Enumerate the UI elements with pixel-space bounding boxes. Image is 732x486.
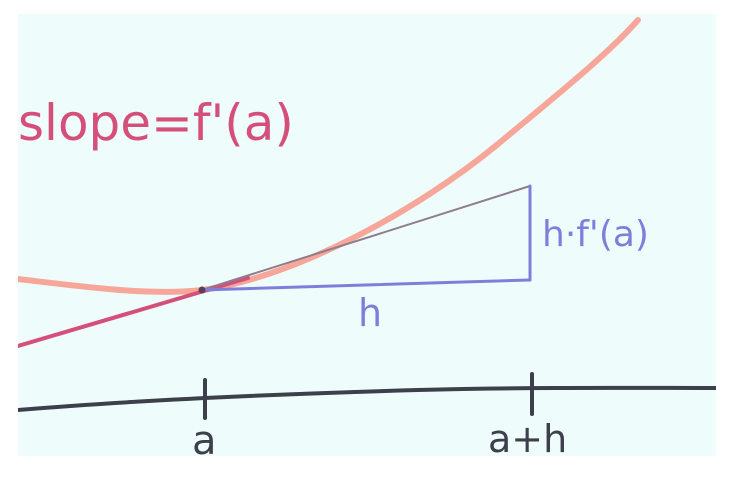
slope-label: slope=f'(a) [18, 94, 294, 152]
tick-label-a: a [192, 418, 217, 456]
rise-label: h·f'(a) [542, 214, 649, 255]
triangle-run [200, 278, 532, 292]
triangle-hypotenuse [201, 185, 531, 291]
derivative-diagram: slope=f'(a) h·f'(a) h a a+h [18, 17, 716, 456]
run-label: h [358, 291, 382, 335]
function-curve [18, 17, 641, 295]
diagram-canvas: slope=f'(a) h·f'(a) h a a+h [18, 14, 716, 456]
tick-label-a-plus-h: a+h [488, 417, 567, 456]
tangent-point [198, 286, 206, 294]
x-axis [18, 385, 716, 412]
